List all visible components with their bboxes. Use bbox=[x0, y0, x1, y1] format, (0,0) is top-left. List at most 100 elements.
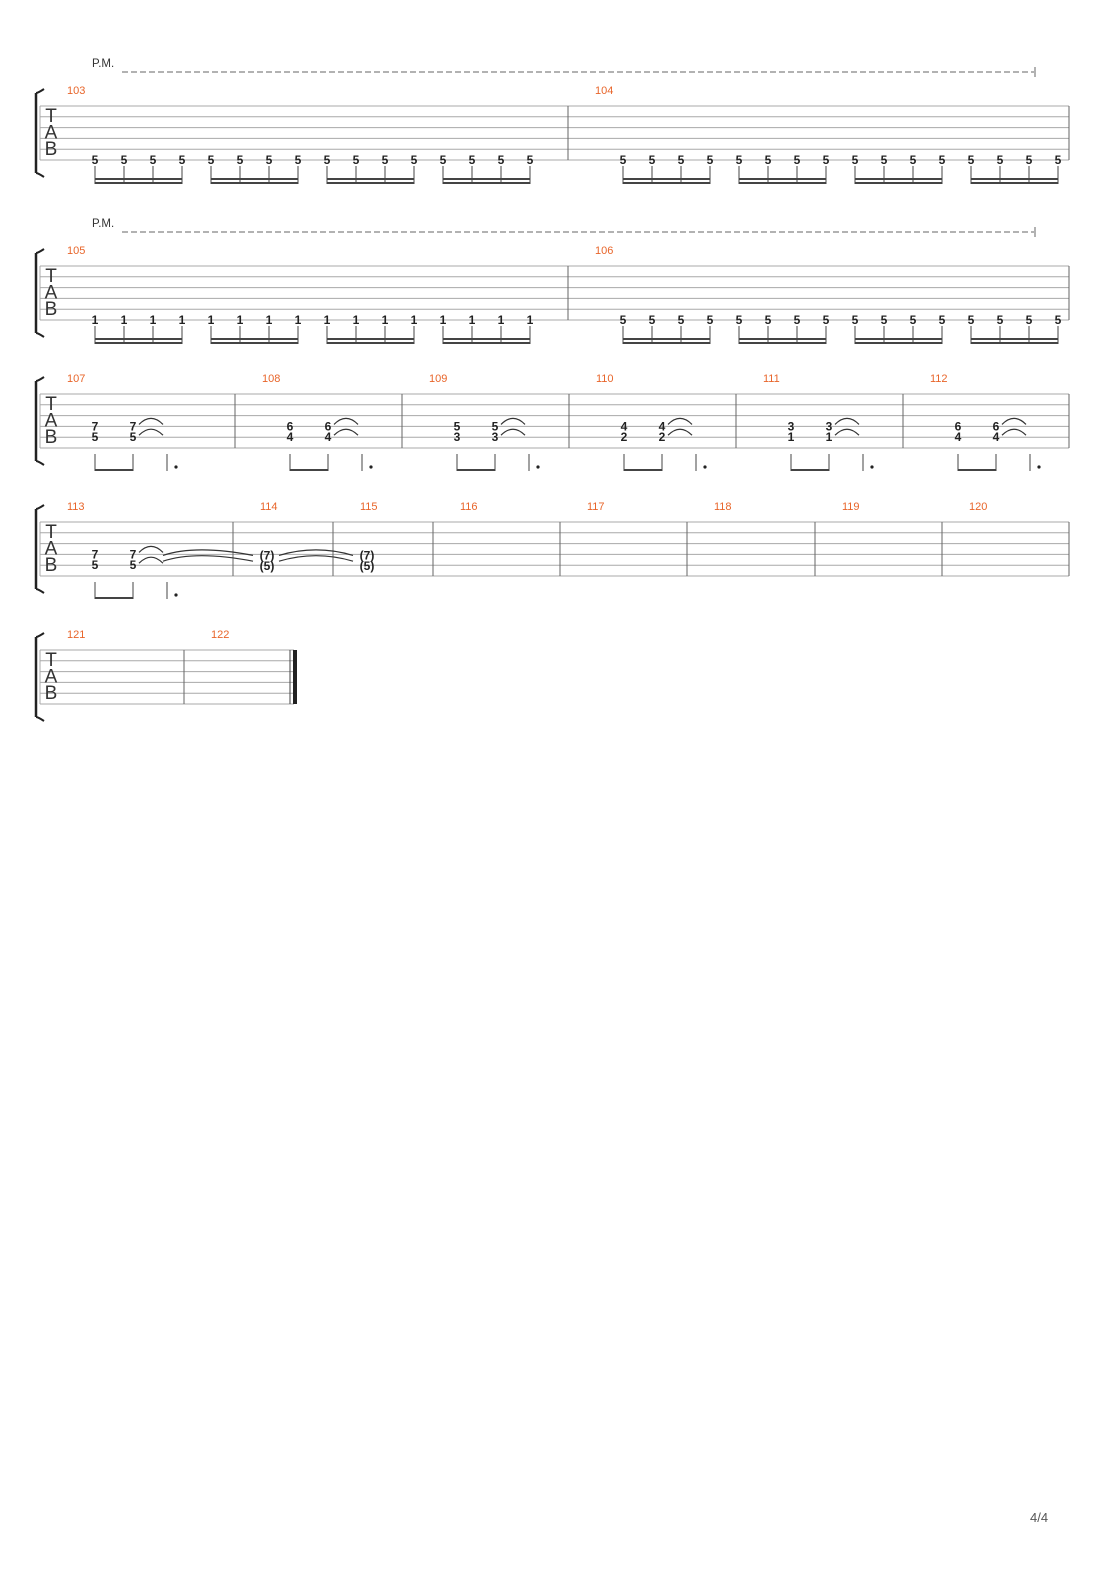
tab-clef-t: T bbox=[45, 522, 57, 543]
fret-number: 1 bbox=[121, 313, 128, 327]
tab-clef-a: A bbox=[45, 411, 58, 432]
measure-117: 117 bbox=[587, 501, 605, 513]
tab-clef-t: T bbox=[45, 106, 57, 127]
fret-number: 4 bbox=[325, 430, 332, 444]
slur bbox=[1001, 417, 1027, 425]
slur bbox=[1001, 428, 1027, 436]
measure-119: 119 bbox=[842, 501, 860, 513]
fret-number: 5 bbox=[295, 153, 302, 167]
slur bbox=[333, 428, 359, 436]
measure-114: 114(7)(5) bbox=[260, 501, 354, 573]
beam bbox=[327, 178, 414, 180]
fret-number: 5 bbox=[411, 153, 418, 167]
measure-122: 122 bbox=[211, 629, 229, 641]
measure-number: 105 bbox=[67, 245, 85, 257]
fret-number: 5 bbox=[649, 153, 656, 167]
beam bbox=[971, 342, 1058, 344]
beam bbox=[958, 469, 996, 471]
fret-number: 1 bbox=[498, 313, 505, 327]
fret-number: 5 bbox=[620, 313, 627, 327]
beam bbox=[211, 182, 298, 184]
fret-number: 5 bbox=[707, 313, 714, 327]
dot bbox=[703, 465, 707, 469]
beam bbox=[95, 338, 182, 340]
measure-number: 111 bbox=[763, 373, 780, 385]
fret-number: 7 bbox=[92, 419, 99, 433]
system-bracket bbox=[35, 172, 45, 178]
fret-number: 1 bbox=[266, 313, 273, 327]
fret-number: 5 bbox=[237, 153, 244, 167]
slur bbox=[667, 417, 693, 425]
beam bbox=[623, 338, 710, 340]
tab-clef-t: T bbox=[45, 650, 57, 671]
tab-clef-t: T bbox=[45, 394, 57, 415]
beam bbox=[971, 182, 1058, 184]
tab-clef-b: B bbox=[45, 683, 58, 704]
measure-116: 116 bbox=[460, 501, 478, 513]
final-barline-thick bbox=[293, 650, 297, 704]
palm-mute-label: P.M. bbox=[92, 58, 114, 70]
beam bbox=[211, 178, 298, 180]
beam bbox=[971, 338, 1058, 340]
dot bbox=[369, 465, 373, 469]
tab-clef-t: T bbox=[45, 266, 57, 287]
fret-number: 5 bbox=[382, 153, 389, 167]
fret-number: 1 bbox=[237, 313, 244, 327]
tie bbox=[278, 555, 354, 562]
fret-number: 5 bbox=[324, 153, 331, 167]
beam bbox=[211, 338, 298, 340]
fret-number: 7 bbox=[130, 547, 137, 561]
tab-clef-b: B bbox=[45, 555, 58, 576]
fret-number: 5 bbox=[678, 153, 685, 167]
system-bracket bbox=[35, 332, 45, 338]
system-bracket bbox=[35, 248, 45, 254]
beam bbox=[95, 182, 182, 184]
tab-clef-a: A bbox=[45, 539, 58, 560]
fret-number: 5 bbox=[353, 153, 360, 167]
fret-number: 1 bbox=[179, 313, 186, 327]
dot bbox=[1037, 465, 1041, 469]
beam bbox=[95, 597, 133, 599]
beam bbox=[624, 469, 662, 471]
fret-number: 5 bbox=[881, 313, 888, 327]
measure-number: 108 bbox=[262, 373, 280, 385]
fret-number: 1 bbox=[527, 313, 534, 327]
fret-number: 5 bbox=[498, 153, 505, 167]
fret-number: 3 bbox=[492, 430, 499, 444]
beam bbox=[855, 178, 942, 180]
fret-number: 5 bbox=[527, 153, 534, 167]
fret-number: 2 bbox=[621, 430, 628, 444]
measure-number: 110 bbox=[596, 373, 614, 385]
tab-clef-a: A bbox=[45, 667, 58, 688]
fret-number: 5 bbox=[968, 153, 975, 167]
beam bbox=[855, 338, 942, 340]
system-bracket bbox=[35, 632, 45, 638]
fret-number: 5 bbox=[736, 313, 743, 327]
slur bbox=[667, 428, 693, 436]
fret-number: 5 bbox=[1055, 313, 1062, 327]
beam bbox=[739, 338, 826, 340]
fret-number: 6 bbox=[993, 419, 1000, 433]
beam bbox=[327, 182, 414, 184]
fret-number: 4 bbox=[955, 430, 962, 444]
system-bracket bbox=[35, 88, 45, 94]
measure-number: 120 bbox=[969, 501, 987, 513]
measure-number: 119 bbox=[842, 501, 860, 513]
tie bbox=[162, 555, 254, 562]
fret-number: 5 bbox=[997, 313, 1004, 327]
beam bbox=[327, 342, 414, 344]
fret-number: 5 bbox=[208, 153, 215, 167]
fret-number: 1 bbox=[411, 313, 418, 327]
measure-number: 118 bbox=[714, 501, 732, 513]
fret-number: 1 bbox=[92, 313, 99, 327]
fret-number: 5 bbox=[1055, 153, 1062, 167]
